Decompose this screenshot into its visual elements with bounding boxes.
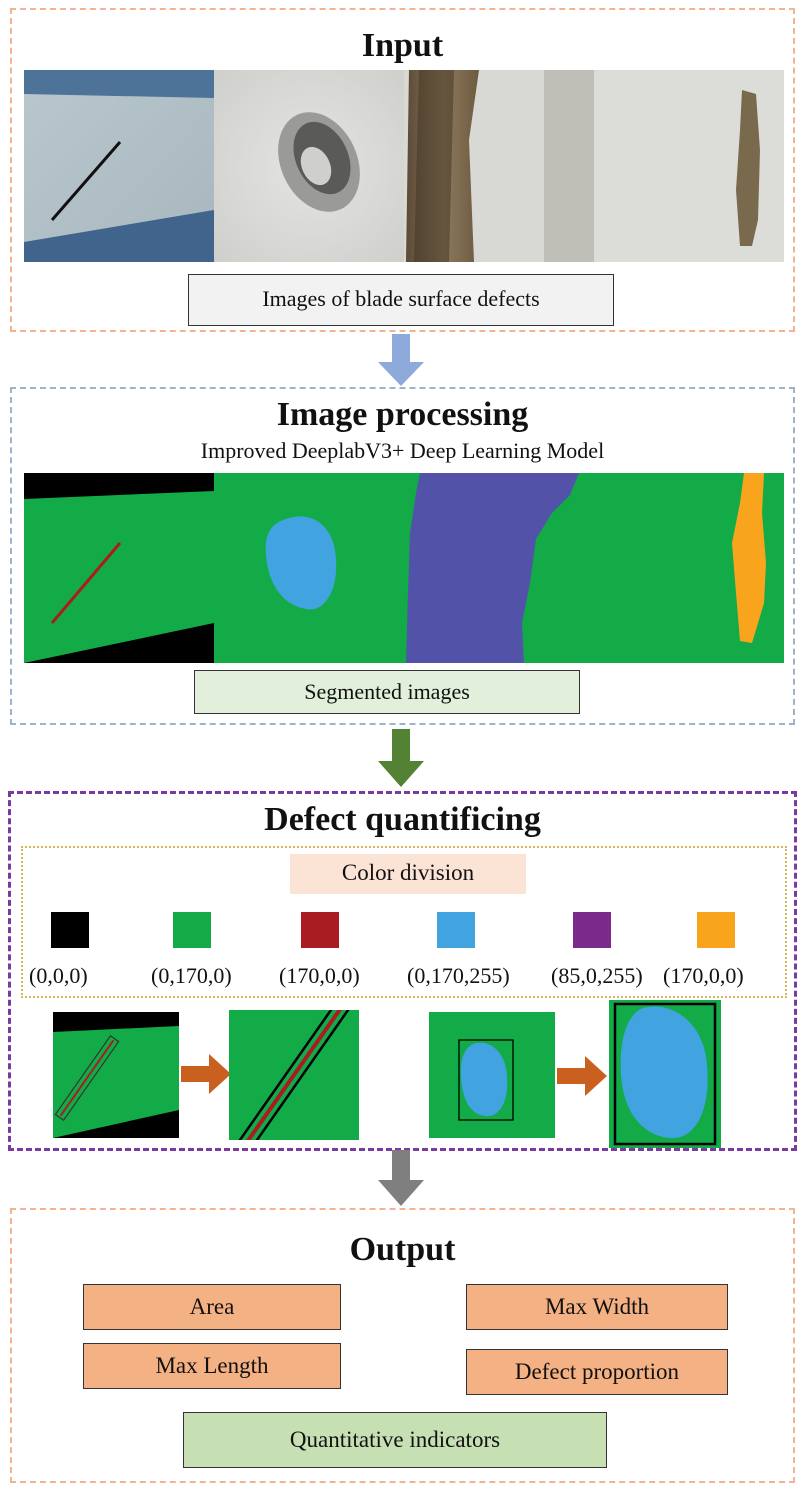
arrow-down-green-icon xyxy=(378,729,424,787)
rgb-purple: (85,0,255) xyxy=(551,963,643,988)
segmented-masks xyxy=(24,473,784,663)
color-division-panel: Color division (0,0,0) (0,170,0) (170,0,… xyxy=(21,846,787,998)
input-title: Input xyxy=(361,27,444,64)
rgb-orange: (170,0,0) xyxy=(663,963,744,988)
rgb-red: (170,0,0) xyxy=(279,963,360,988)
arrow-down-gray-icon xyxy=(378,1150,424,1206)
input-image-strip xyxy=(24,70,784,262)
arrow-down-blue-icon xyxy=(378,334,424,386)
swatch-black xyxy=(51,912,89,948)
processing-title: Image processing xyxy=(276,396,529,433)
rgb-blue: (0,170,255) xyxy=(407,963,510,988)
output-section: Output xyxy=(10,1208,795,1483)
indicator-area: Area xyxy=(83,1284,341,1330)
output-caption: Quantitative indicators xyxy=(183,1412,607,1468)
swatch-orange xyxy=(697,912,735,948)
segmented-image-strip xyxy=(24,473,784,663)
quantifying-title: Defect quantificing xyxy=(264,801,541,838)
swatch-green xyxy=(173,912,211,948)
arrow-right-orange-icon-2 xyxy=(557,1056,607,1096)
pit-bounding-box-zoom xyxy=(609,1000,721,1148)
defect-photos xyxy=(24,70,784,262)
crack-bounding-box-zoom xyxy=(229,1010,359,1140)
streak-photo xyxy=(594,70,784,262)
input-caption: Images of blade surface defects xyxy=(188,274,614,326)
swatch-blue xyxy=(437,912,475,948)
indicator-max-length: Max Length xyxy=(83,1343,341,1389)
swatch-red xyxy=(301,912,339,948)
processing-caption: Segmented images xyxy=(194,670,580,714)
pit-mask-thumbnail xyxy=(429,1012,555,1138)
arrow-right-orange-icon xyxy=(181,1054,231,1094)
crack-photo xyxy=(24,70,214,262)
color-division-label: Color division xyxy=(290,854,526,894)
processing-subtitle: Improved DeeplabV3+ Deep Learning Model xyxy=(200,438,605,463)
indicator-defect-proportion: Defect proportion xyxy=(466,1349,728,1395)
image-processing-section: Image processing Improved DeeplabV3+ Dee… xyxy=(10,387,795,725)
defect-quantifying-section: Defect quantificing Color division (0,0,… xyxy=(8,791,797,1151)
output-title: Output xyxy=(349,1231,456,1268)
pit-photo xyxy=(214,70,404,262)
rgb-green: (0,170,0) xyxy=(151,963,232,988)
swatch-purple xyxy=(573,912,611,948)
indicator-max-width: Max Width xyxy=(466,1284,728,1330)
erosion-photo xyxy=(404,70,594,262)
input-section: Input xyxy=(10,8,795,332)
rgb-black: (0,0,0) xyxy=(29,963,88,988)
crack-mask-thumbnail xyxy=(53,1012,179,1138)
